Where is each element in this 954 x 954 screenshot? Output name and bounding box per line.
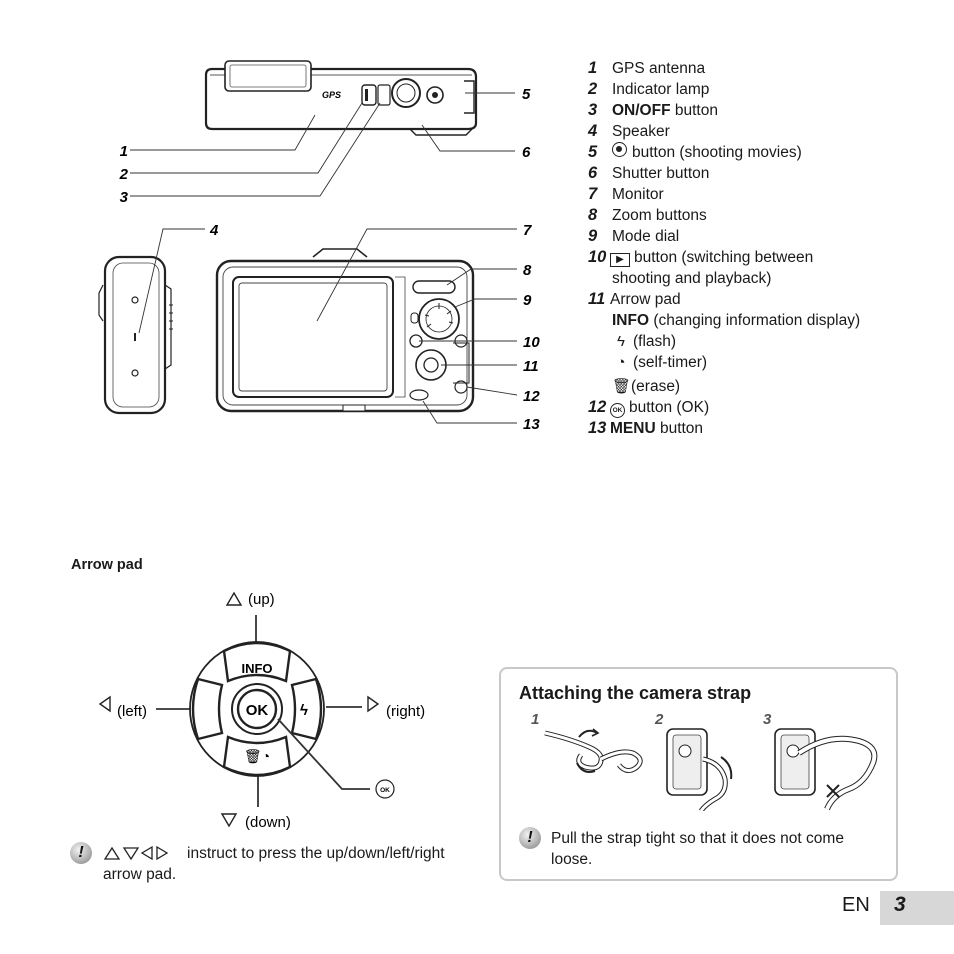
strap-step-3: 3 bbox=[763, 711, 772, 728]
arrow-note-line1: instruct to press the up/down/left/right bbox=[187, 844, 445, 862]
erase-timer-key-icon: 🗑◔ bbox=[244, 748, 270, 764]
info-key-label: INFO bbox=[241, 661, 272, 676]
parts-item-10: 10▶button (switching between bbox=[588, 248, 814, 267]
callout-5: 5 bbox=[522, 86, 531, 103]
self-timer-icon: ◔ bbox=[616, 354, 626, 371]
strap-note-line1: Pull the strap tight so that it does not… bbox=[551, 829, 844, 847]
right-arrow-icon bbox=[367, 695, 380, 713]
arrow-pad-diagram: (up) (down) (left) (right) INFO 🗑◔ ϟ OK … bbox=[98, 591, 425, 831]
parts-item-10-cont: shooting and playback) bbox=[612, 270, 772, 287]
callout-6: 6 bbox=[522, 144, 531, 161]
callout-3: 3 bbox=[120, 189, 129, 206]
strap-title: Attaching the camera strap bbox=[519, 683, 752, 703]
camera-back-view-figure: 4 7 8 9 10 11 12 13 bbox=[98, 222, 540, 433]
playback-icon: ▶ bbox=[610, 253, 630, 267]
strap-step1-illustration bbox=[544, 728, 643, 773]
callout-13: 13 bbox=[523, 416, 540, 433]
movie-record-icon bbox=[612, 142, 627, 157]
arrow-sub-flash: ϟ(flash) bbox=[588, 331, 918, 352]
down-arrow-icon bbox=[220, 813, 238, 828]
arrow-sub-erase: 🗑(erase) bbox=[612, 378, 681, 395]
arrow-pad-heading: Arrow pad bbox=[71, 557, 143, 573]
callout-7: 7 bbox=[523, 222, 532, 239]
gps-marking: GPS bbox=[322, 90, 341, 100]
callout-9: 9 bbox=[523, 292, 532, 309]
language-label: EN bbox=[842, 894, 870, 916]
strap-note-icon: ! bbox=[519, 827, 541, 849]
flash-icon: ϟ bbox=[617, 333, 625, 350]
strap-step-2: 2 bbox=[655, 711, 664, 728]
strap-step2-illustration bbox=[666, 728, 733, 811]
callout-12: 12 bbox=[523, 388, 540, 405]
ok-button-icon: OK bbox=[610, 403, 625, 418]
strap-note: ! Pull the strap tight so that it does n… bbox=[519, 827, 889, 870]
callout-4: 4 bbox=[209, 222, 219, 239]
page-number-bar bbox=[880, 891, 954, 925]
page-number: 3 bbox=[894, 893, 906, 916]
strap-step-1: 1 bbox=[531, 711, 540, 728]
strap-section: Attaching the camera strap 1 2 3 ! Pull … bbox=[499, 667, 898, 881]
camera-top-view-figure: GPS 1 2 3 5 6 bbox=[119, 60, 531, 206]
ok-key-label: OK bbox=[246, 702, 269, 719]
up-arrow-icon bbox=[225, 591, 243, 606]
label-down: (down) bbox=[245, 814, 291, 831]
label-left: (left) bbox=[117, 703, 147, 720]
callout-8: 8 bbox=[523, 262, 532, 279]
label-right: (right) bbox=[386, 703, 425, 720]
callout-1: 1 bbox=[120, 143, 128, 160]
strap-step3-illustration bbox=[774, 728, 878, 811]
note-icon: ! bbox=[70, 842, 92, 864]
strap-note-line2: loose. bbox=[551, 851, 593, 868]
ok-small-label: OK bbox=[380, 787, 390, 794]
flash-key-icon: ϟ bbox=[300, 702, 308, 719]
arrow-sub-selftimer: ◔(self-timer) bbox=[588, 352, 918, 373]
callout-10: 10 bbox=[523, 334, 540, 351]
left-arrow-icon bbox=[98, 695, 111, 713]
callout-11: 11 bbox=[523, 358, 539, 375]
arrow-note: ! instruct to press the up/down/left/rig… bbox=[70, 842, 490, 885]
callout-2: 2 bbox=[119, 166, 129, 183]
label-up: (up) bbox=[248, 591, 275, 608]
erase-icon: 🗑 bbox=[612, 378, 632, 395]
direction-arrows-icon bbox=[103, 845, 169, 861]
arrow-sub-info: INFO (changing information display) bbox=[612, 312, 861, 329]
arrow-note-line2: arrow pad. bbox=[103, 866, 177, 883]
